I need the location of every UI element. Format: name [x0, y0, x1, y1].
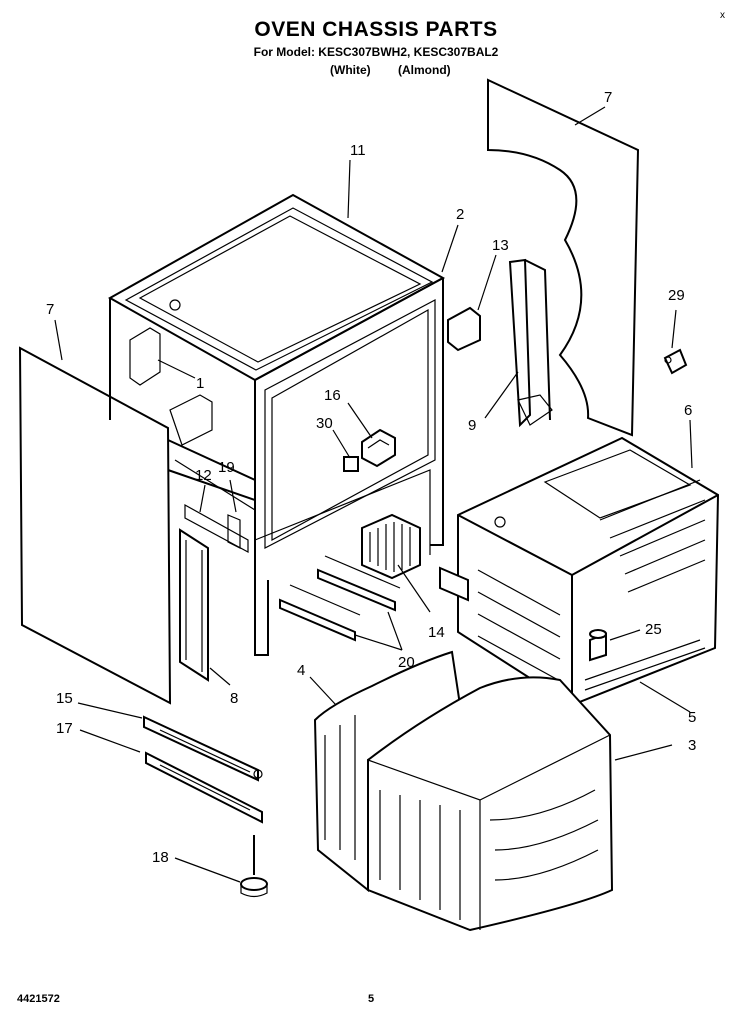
- callout-19: 19: [218, 459, 235, 476]
- callout-1: 1: [196, 375, 204, 392]
- insulation-blanket-part: [313, 650, 462, 893]
- document-code: 4421572: [17, 993, 60, 1005]
- variant-almond: (Almond): [398, 63, 451, 77]
- page-number: 5: [368, 993, 375, 1005]
- callout-15: 15: [56, 690, 73, 707]
- callout-9: 9: [468, 417, 476, 434]
- insulation-wrap-part: [367, 676, 614, 932]
- support-part: [508, 258, 553, 428]
- callout-20: 20: [398, 654, 415, 671]
- callout-3: 3: [688, 737, 696, 754]
- side-strip-part: [179, 528, 209, 682]
- callout-16: 16: [324, 387, 341, 404]
- rail-bracket-parts: [279, 555, 401, 642]
- lower-rail-part: [145, 751, 263, 824]
- bracket-part: [184, 503, 249, 554]
- door-rail-part: [143, 715, 263, 782]
- callout-12: 12: [195, 467, 212, 484]
- chassis-frame-part: [107, 193, 446, 656]
- corner-mark: x: [720, 10, 725, 21]
- callout-8: 8: [230, 690, 238, 707]
- callout-11: 11: [350, 142, 366, 159]
- callout-5: 5: [688, 709, 696, 726]
- callout-17: 17: [56, 720, 73, 737]
- variant-white: (White): [330, 63, 371, 77]
- vent-part: [361, 513, 421, 580]
- callout-25: 25: [645, 621, 662, 638]
- clip-part: [447, 306, 481, 352]
- leader-lines: [54, 106, 693, 883]
- callout-18: 18: [152, 849, 169, 866]
- side-panel-part: [18, 346, 172, 705]
- plug-part: [343, 456, 359, 472]
- callout-4: 4: [297, 662, 305, 679]
- rear-panel-part: [487, 78, 640, 437]
- model-line: For Model: KESC307BWH2, KESC307BAL2: [253, 45, 499, 59]
- callout-2: 2: [456, 206, 464, 223]
- page-title: OVEN CHASSIS PARTS: [254, 18, 498, 41]
- callout-13: 13: [492, 237, 509, 254]
- callout-30: 30: [316, 415, 333, 432]
- oven-cavity-part: [439, 436, 720, 707]
- callout-6: 6: [684, 402, 692, 419]
- callout-7-rear: 7: [604, 89, 612, 106]
- leveling-leg-part: [240, 835, 268, 898]
- sensor-part: [663, 348, 688, 375]
- callout-14: 14: [428, 624, 445, 641]
- callout-7-side: 7: [46, 301, 54, 318]
- terminal-block-part: [361, 428, 396, 468]
- callout-29: 29: [668, 287, 685, 304]
